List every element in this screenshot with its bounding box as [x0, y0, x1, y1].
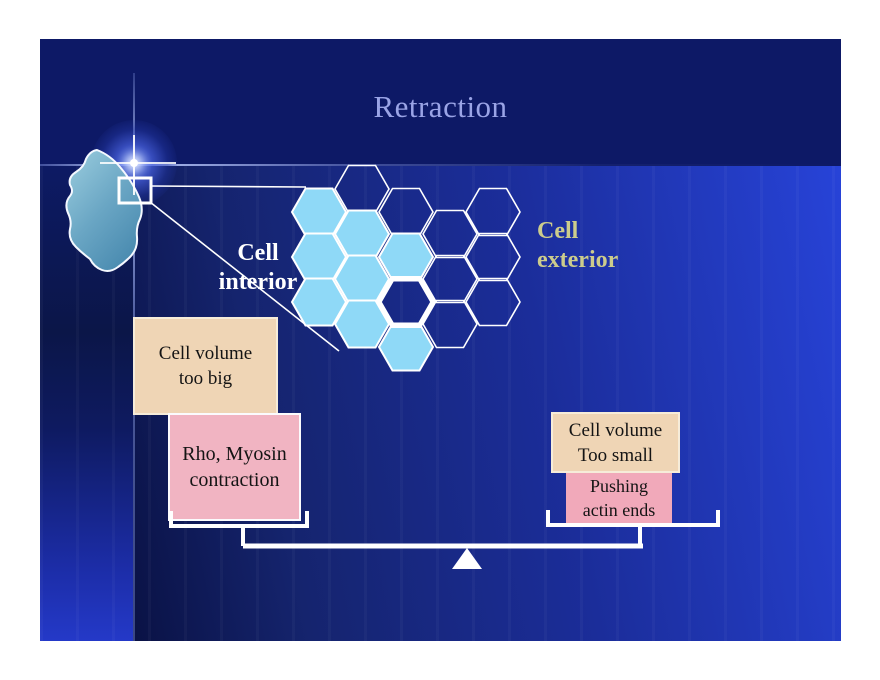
hexagon-outline [422, 254, 478, 304]
hexagon-outline [422, 209, 478, 259]
flare-core [130, 159, 138, 167]
horizontal-rule-line [40, 164, 841, 166]
hexagon-thick [376, 276, 436, 328]
balance-bracket-left [169, 511, 309, 528]
hexagon-cluster [290, 164, 521, 372]
box-rho-myosin-contraction: Rho, Myosin contraction [168, 413, 301, 521]
zoom-line-top [149, 185, 307, 188]
hexagon-outline [422, 299, 478, 349]
slide-title: Retraction [373, 89, 508, 124]
label-cell-interior: Cell interior [218, 240, 298, 295]
slide: Retraction Cell interior Cell exterior [40, 39, 841, 641]
flare-ray-horizontal [100, 162, 176, 164]
box-cell-volume-too-small: Cell volume Too small [551, 412, 680, 473]
hexagon-outline [465, 232, 521, 282]
balance-layer [169, 510, 720, 569]
box-cell-volume-too-big: Cell volume too big [133, 317, 278, 415]
cell-blob-shape [65, 149, 143, 272]
box-pushing-actin-ends: Pushing actin ends [566, 473, 672, 523]
hexagon-outline [465, 277, 521, 327]
hexagon-outline [465, 187, 521, 237]
balance-fulcrum-triangle [452, 548, 482, 569]
zoom-source-square [117, 176, 153, 205]
balance-bracket-right [546, 510, 720, 527]
label-cell-exterior: Cell exterior [537, 218, 619, 273]
hexagon-filled [290, 277, 348, 327]
